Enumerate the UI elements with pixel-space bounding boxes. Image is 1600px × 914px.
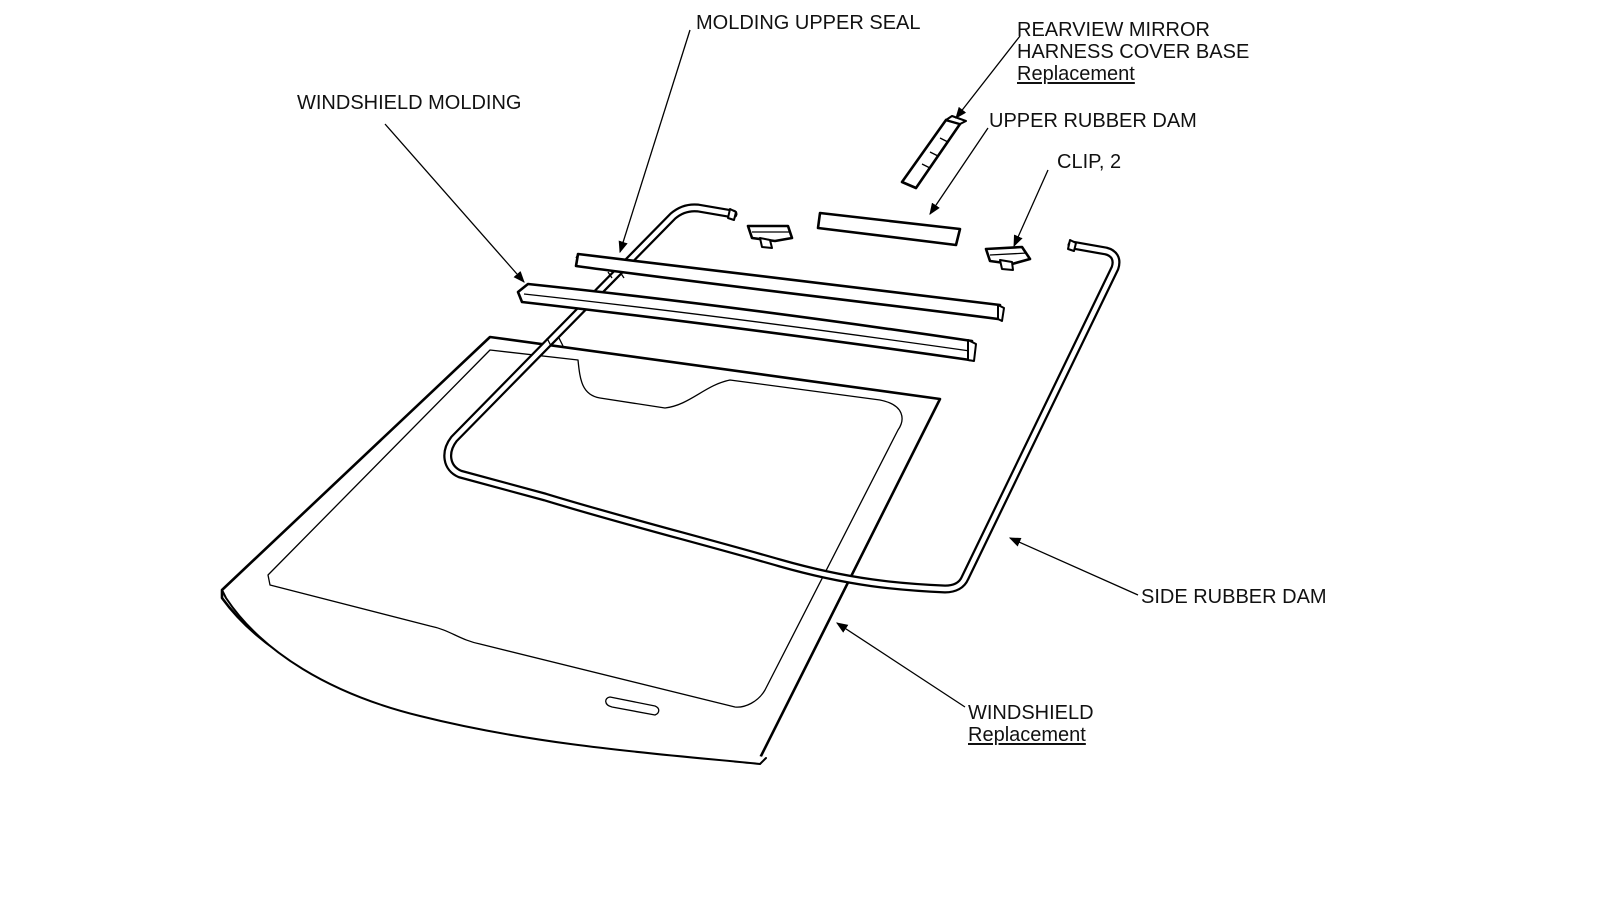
label-text: CLIP, 2 bbox=[1057, 151, 1122, 173]
label-text: WINDSHIELD MOLDING bbox=[297, 92, 522, 114]
replacement-link[interactable]: Replacement bbox=[1017, 63, 1135, 85]
label-windshield: WINDSHIELD Replacement bbox=[968, 702, 1094, 746]
label-text: REARVIEW MIRROR bbox=[1017, 19, 1210, 41]
side-rubber-dam bbox=[443, 203, 1121, 594]
upper-rubber-dam bbox=[816, 211, 962, 247]
label-rearview-mirror-harness-cover-base: REARVIEW MIRROR HARNESS COVER BASE Repla… bbox=[1017, 19, 1249, 85]
rearview-mirror-harness-cover-base bbox=[900, 115, 967, 190]
label-text: WINDSHIELD bbox=[968, 702, 1094, 724]
clip-right bbox=[984, 245, 1032, 271]
replacement-link[interactable]: Replacement bbox=[968, 724, 1086, 746]
label-upper-rubber-dam: UPPER RUBBER DAM bbox=[989, 110, 1197, 132]
label-text: UPPER RUBBER DAM bbox=[989, 110, 1197, 132]
windshield-molding bbox=[516, 282, 977, 362]
label-text: HARNESS COVER BASE bbox=[1017, 41, 1250, 63]
label-molding-upper-seal: MOLDING UPPER SEAL bbox=[696, 12, 921, 34]
label-text: SIDE RUBBER DAM bbox=[1141, 586, 1327, 608]
label-side-rubber-dam: SIDE RUBBER DAM bbox=[1141, 586, 1327, 608]
molding-upper-seal bbox=[574, 252, 1005, 322]
windshield-glass bbox=[220, 335, 942, 765]
clip-left bbox=[746, 224, 794, 249]
label-clip: CLIP, 2 bbox=[1057, 151, 1121, 173]
leader-lines bbox=[384, 29, 1139, 708]
label-windshield-molding: WINDSHIELD MOLDING bbox=[297, 92, 521, 114]
label-text: MOLDING UPPER SEAL bbox=[696, 12, 921, 34]
